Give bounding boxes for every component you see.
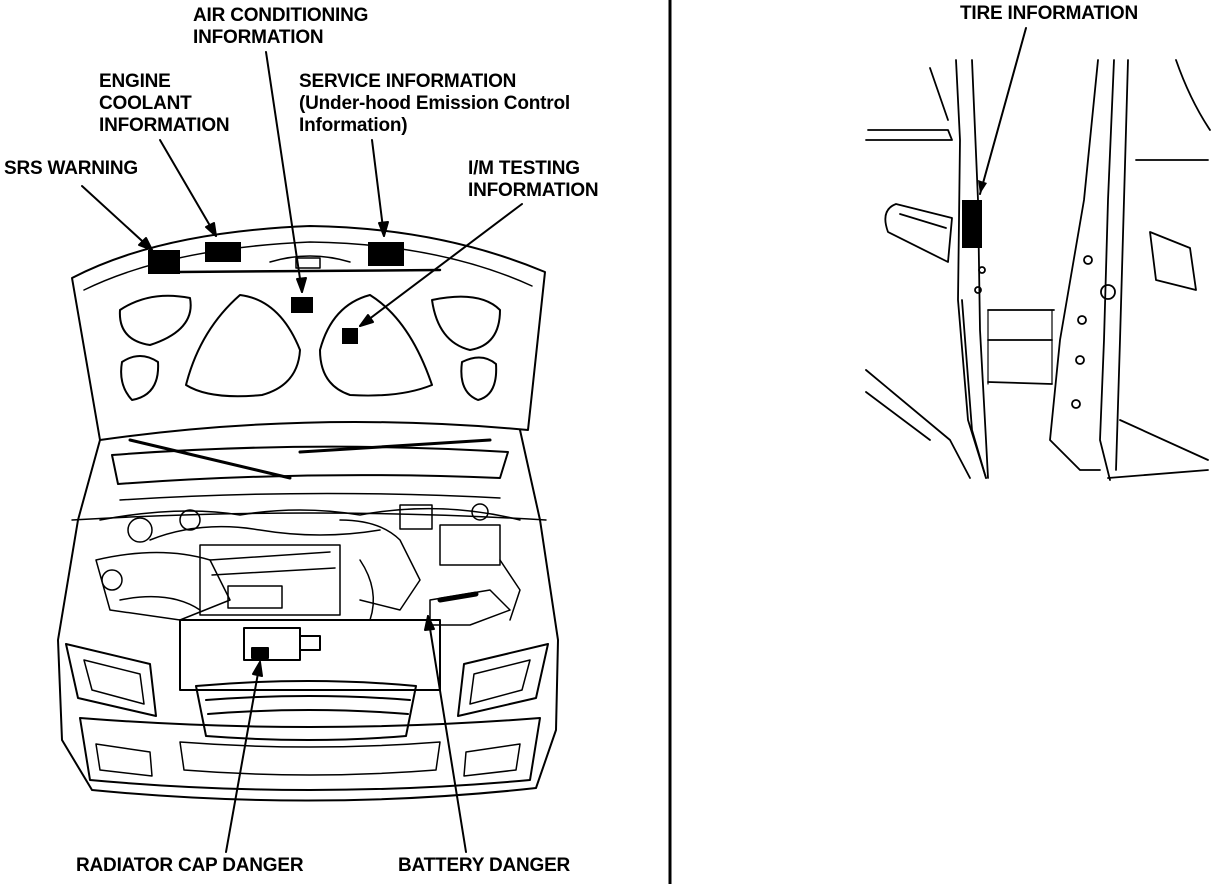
vehicle-front-view (57, 225, 559, 802)
air-conditioning-label: AIR CONDITIONING INFORMATION (193, 5, 369, 48)
im-testing-label-plate (342, 328, 358, 344)
hood-cutout (460, 356, 498, 401)
tire-info-leader (979, 27, 1027, 195)
hood-cutout (319, 294, 433, 397)
front-bumper (79, 717, 541, 791)
hood-cutout (431, 295, 501, 351)
service-information-label: SERVICE INFORMATION (Under-hood Emission… (299, 71, 570, 136)
hood-cutout (118, 294, 192, 346)
srs-warning-label-plate (148, 250, 180, 274)
srs-warning-label: SRS WARNING (4, 158, 138, 179)
hood-cutout (185, 294, 301, 398)
service-info-label-plate (368, 242, 404, 266)
hood-cutout (120, 355, 160, 401)
headlight-left (65, 643, 157, 717)
radiator-cap-danger-label: RADIATOR CAP DANGER (76, 855, 304, 876)
im-testing-label: I/M TESTING INFORMATION (468, 158, 599, 201)
tire-information-label: TIRE INFORMATION (960, 3, 1138, 24)
engine-coolant-label-plate (205, 242, 241, 262)
engine-coolant-label: ENGINE COOLANT INFORMATION (99, 71, 230, 136)
engine-bay (95, 503, 521, 626)
grille (195, 680, 417, 741)
headlight-right (457, 643, 549, 717)
tire-info-label-plate (962, 200, 982, 248)
leader-lines (81, 51, 523, 853)
hood-outline (71, 225, 546, 441)
air-conditioning-label-plate (291, 297, 313, 313)
battery-danger-label: BATTERY DANGER (398, 855, 571, 876)
vehicle-body (57, 429, 559, 802)
door-jamb-view (865, 59, 1211, 481)
